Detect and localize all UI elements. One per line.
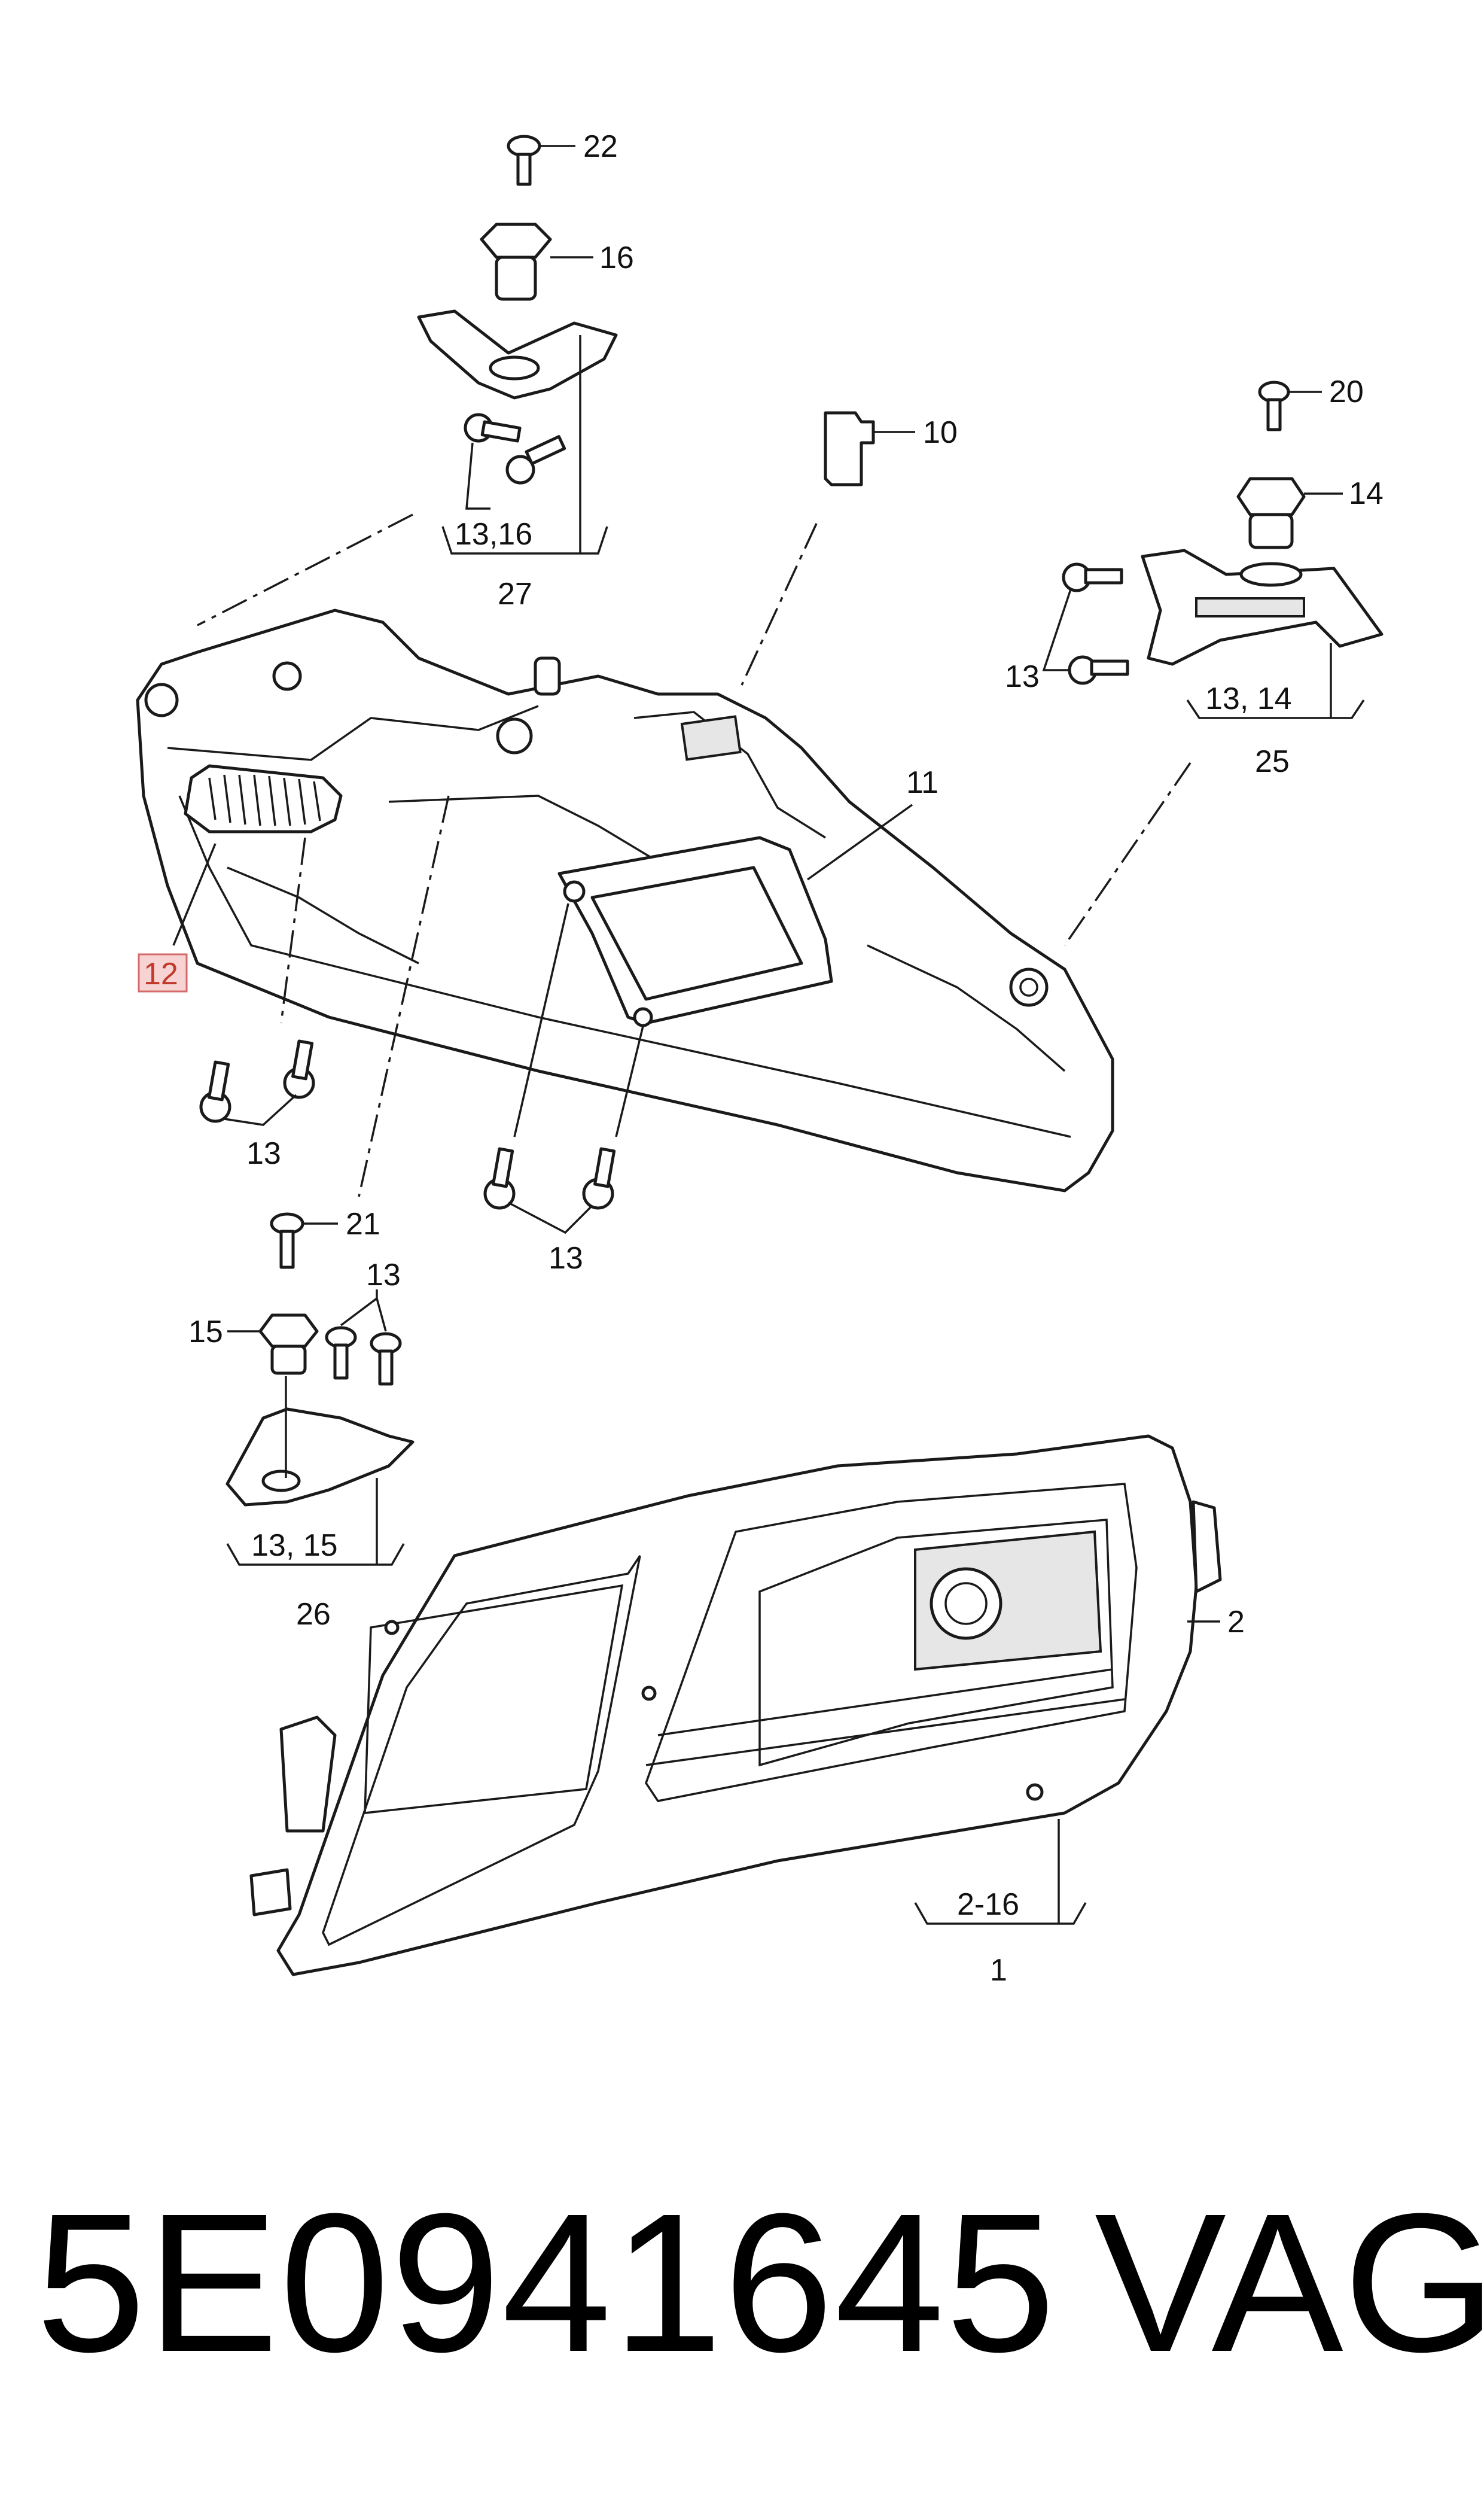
screw-20[interactable] (1258, 381, 1322, 431)
screw-13-left-b[interactable] (283, 1039, 315, 1099)
callout-14: 14 (1349, 476, 1384, 511)
bracket-top[interactable] (417, 309, 618, 400)
bracket-13-15 (226, 1543, 405, 1566)
bracket-13-16 (441, 526, 608, 555)
screw-13-lower-a[interactable] (325, 1326, 357, 1380)
screw-13-left-a[interactable] (199, 1060, 231, 1123)
part-number: 5E0941645 (36, 2172, 1057, 2393)
heatsink-12[interactable] (184, 764, 343, 833)
bracket-right[interactable] (1141, 549, 1384, 666)
nut-15[interactable] (227, 1313, 319, 1375)
screw-22[interactable] (507, 135, 575, 186)
callout-16: 16 (599, 241, 634, 275)
callout-20: 20 (1329, 375, 1364, 409)
bracket-lower[interactable] (226, 1376, 415, 1507)
screw-13-mid-a[interactable] (483, 1147, 516, 1210)
screw-13-right-a[interactable] (1062, 562, 1123, 592)
leader-screw-mid-a (513, 903, 569, 1137)
callout-13-14: 13, 14 (1205, 682, 1292, 716)
brand-label: VAG (1095, 2172, 1484, 2393)
callout-12-highlight (138, 953, 188, 993)
nut-16[interactable] (480, 223, 593, 301)
leader-13-16 (465, 442, 490, 510)
callout-2: 2 (1227, 1605, 1245, 1639)
bracket-13-14 (1186, 699, 1365, 719)
callout-25: 25 (1255, 744, 1290, 779)
control-unit-11[interactable] (557, 836, 833, 1027)
callout-13-right: 13 (1005, 659, 1040, 694)
callout-10: 10 (923, 415, 958, 450)
callout-27: 27 (498, 577, 532, 612)
leader-13-mid (508, 1201, 593, 1234)
dash-line-left (280, 837, 306, 1024)
screw-13-mid-b[interactable] (582, 1147, 616, 1210)
screw-13-16-b[interactable] (505, 435, 566, 485)
callout-22: 22 (583, 129, 618, 164)
dash-line-21 (358, 795, 450, 1197)
dash-line-10 (741, 523, 818, 686)
callout-13-bracket: 13 (366, 1258, 401, 1292)
leader-screw-mid-b (615, 1026, 644, 1137)
callout-13-15: 13, 15 (251, 1528, 338, 1563)
connector-10[interactable] (824, 411, 915, 486)
screw-13-right-b[interactable] (1068, 655, 1129, 685)
screw-13-lower-b[interactable] (370, 1332, 402, 1386)
bracket-2-16 (914, 1902, 1087, 1925)
callout-13-16: 13,16 (455, 517, 532, 552)
callout-21: 21 (346, 1207, 380, 1242)
callout-2-16: 2-16 (957, 1887, 1019, 1922)
headlight-assembly-front[interactable] (249, 1434, 1222, 1976)
leader-12 (172, 843, 217, 946)
nut-14[interactable] (1236, 477, 1343, 549)
dash-line-25 (1064, 762, 1192, 946)
callout-1: 1 (990, 1953, 1007, 1988)
leader-13-lower (340, 1297, 387, 1332)
callout-26: 26 (296, 1597, 331, 1632)
leader-11 (806, 804, 913, 881)
screw-21[interactable] (270, 1212, 338, 1269)
callout-11: 11 (906, 765, 938, 800)
leader-13-right (1042, 589, 1072, 671)
callout-13-left: 13 (246, 1136, 281, 1171)
leader-13-left (224, 1094, 297, 1126)
callout-15: 15 (188, 1315, 223, 1349)
screw-13-16-a[interactable] (464, 413, 522, 443)
callout-13-mid: 13 (548, 1241, 583, 1276)
callout-12: 12 (144, 957, 178, 991)
dash-line-27 (197, 513, 413, 626)
